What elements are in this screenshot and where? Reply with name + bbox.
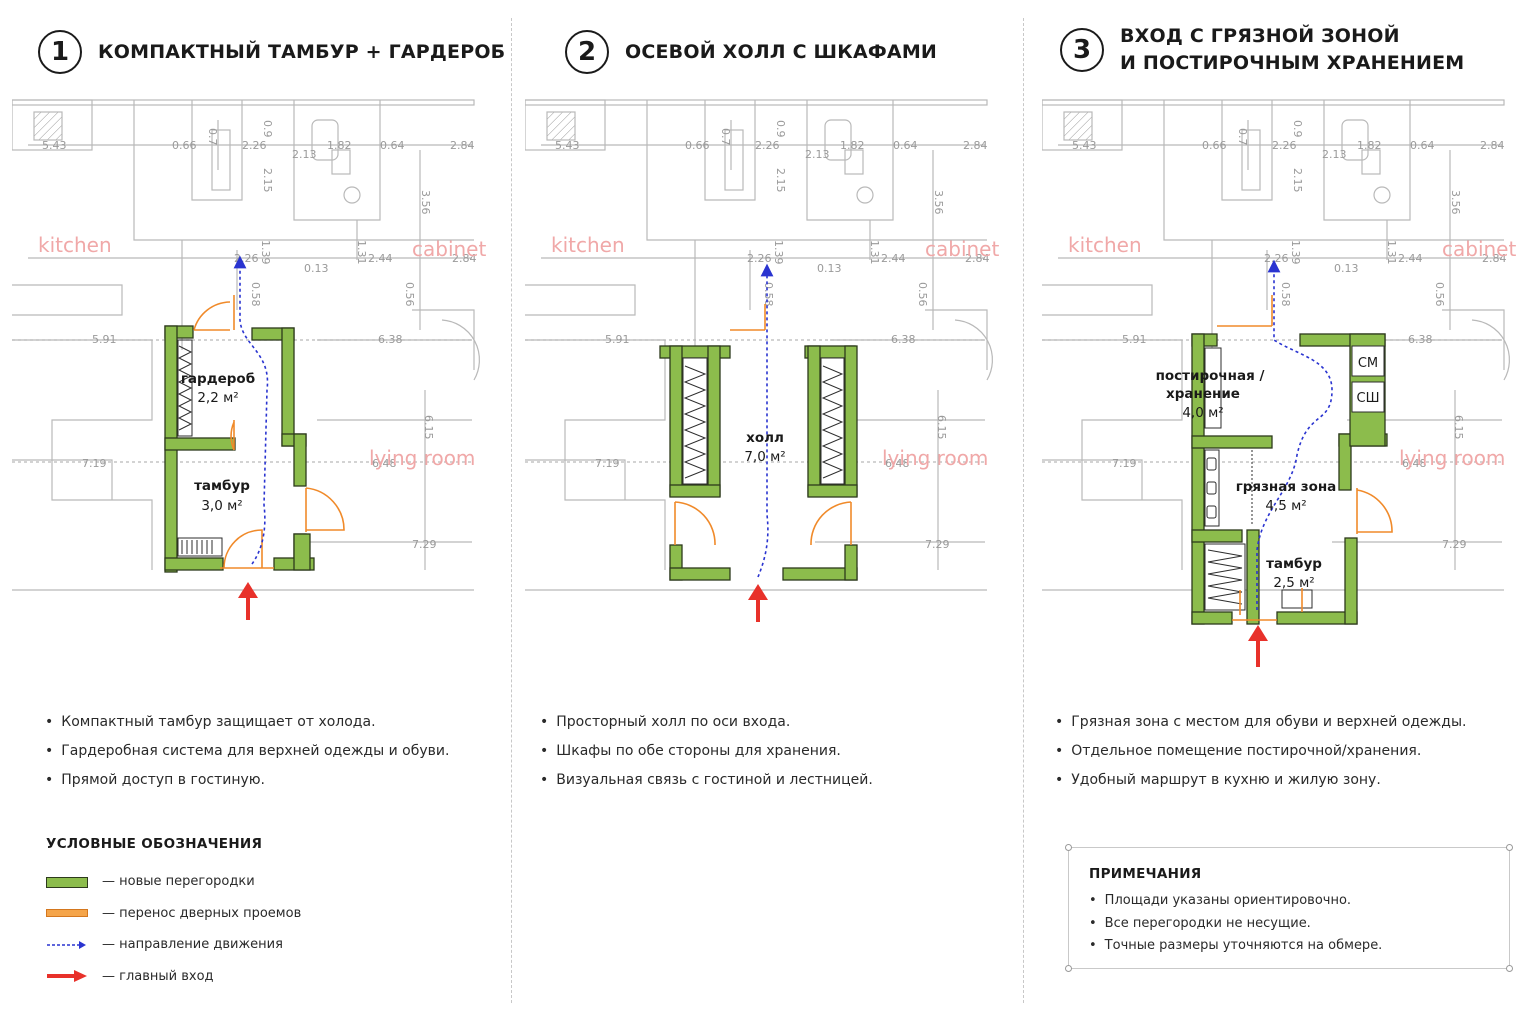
notes-title: ПРИМЕЧАНИЯ [1089,866,1202,882]
note-item: Все перегородки не несущие. [1089,913,1489,936]
legend-text: — направление движения [102,937,283,953]
notes-box: ПРИМЕЧАНИЯ Площади указаны ориентировочн… [1065,844,1513,972]
option-2-title: ОСЕВОЙ ХОЛЛ С ШКАФАМИ [625,40,938,63]
option-2-plan: kitchen cabinet lying room [525,99,999,622]
laundry-appliances: СМ СШ [1351,345,1385,413]
legend: УСЛОВНЫЕ ОБОЗНАЧЕНИЯ — новые перегородки… [46,836,301,992]
option-1-title: КОМПАКТНЫЙ ТАМБУР + ГАРДЕРОБ [98,40,506,63]
room-name-mudroom: грязная зона [1236,479,1337,495]
notes-corner-handle [1506,844,1513,851]
red-arrow-icon [46,970,88,983]
door-swings [674,304,852,546]
room-name-vestibule: тамбур [194,478,250,494]
green-wall-swatch-icon [46,876,88,888]
base-room-label-cabinet: cabinet [925,237,999,261]
room-name-vestibule: тамбур [1266,556,1322,572]
legend-title: УСЛОВНЫЕ ОБОЗНАЧЕНИЯ [46,836,263,852]
option-3-plan: kitchen cabinet lying room СМ СШ [1042,99,1516,667]
wardrobe-fixture [177,339,223,557]
base-room-label-kitchen: kitchen [551,233,625,257]
base-room-label-lying-room: lying room [882,446,988,470]
option-3-header: 3 ВХОД С ГРЯЗНОЙ ЗОНОЙ И ПОСТИРОЧНЫМ ХРА… [1060,23,1464,77]
blue-dotted-arrow-icon [46,939,88,951]
option-1-plan: kitchen cabinet lying room [12,99,486,620]
benefit-item: Шкафы по обе стороны для хранения. [540,737,873,766]
movement-path [1256,259,1333,610]
benefit-item: Грязная зона с местом для обуви и верхне… [1055,708,1466,737]
movement-path [757,263,774,578]
option-3-number-badge: 3 [1060,28,1104,72]
note-item: Точные размеры уточняются на обмере. [1089,935,1489,958]
benefit-item: Отдельное помещение постирочной/хранения… [1055,737,1466,766]
storage-fixtures [1204,347,1313,611]
wardrobe-fixtures [682,357,845,485]
option-1-header: 1 КОМПАКТНЫЙ ТАМБУР + ГАРДЕРОБ [38,30,505,74]
notes-corner-handle [1065,844,1072,851]
option-1-number-badge: 1 [38,30,82,74]
door-swings [1217,295,1393,621]
washing-machine-label: СМ [1358,356,1378,371]
dryer-label: СШ [1357,391,1380,406]
room-name-laundry-line-1: постирочная / [1156,368,1265,384]
orange-door-swatch-icon [46,907,88,919]
benefit-item: Визуальная связь с гостиной и лестницей. [540,766,873,795]
note-item: Площади указаны ориентировочно. [1089,890,1489,913]
legend-row-doors: — перенос дверных проемов [46,898,301,930]
main-entrance-arrow [1248,625,1268,667]
room-name-hall: холл [746,430,784,446]
benefit-item: Удобный маршрут в кухню и жилую зону. [1055,766,1466,795]
room-area-hall: 7,0 м² [744,449,785,465]
new-partition-walls [659,345,858,581]
notes-corner-handle [1065,965,1072,972]
room-area-wardrobe: 2,2 м² [197,390,238,406]
new-partition-walls [164,325,315,573]
main-entrance-arrow [748,584,768,622]
legend-text: — главный вход [102,968,214,984]
benefit-item: Просторный холл по оси входа. [540,708,873,737]
base-room-label-lying-room: lying room [369,446,475,470]
base-room-label-kitchen: kitchen [38,233,112,257]
notes-list: Площади указаны ориентировочно. Все пере… [1089,890,1489,958]
option-2-number-badge: 2 [565,30,609,74]
base-room-label-lying-room: lying room [1399,446,1505,470]
base-room-label-kitchen: kitchen [1068,233,1142,257]
column-separator [511,18,512,1003]
option-3-title-line-2: И ПОСТИРОЧНЫМ ХРАНЕНИЕМ [1120,52,1465,74]
room-name-laundry-line-2: хранение [1166,386,1240,402]
option-3-benefits-list: Грязная зона с местом для обуви и верхне… [1055,708,1466,795]
legend-row-new-walls: — новые перегородки [46,866,301,898]
option-3-title: ВХОД С ГРЯЗНОЙ ЗОНОЙ И ПОСТИРОЧНЫМ ХРАНЕ… [1120,23,1464,77]
legend-text: — новые перегородки [102,874,255,890]
room-area-vestibule: 2,5 м² [1273,575,1314,591]
legend-text: — перенос дверных проемов [102,905,302,921]
room-area-vestibule: 3,0 м² [201,498,242,514]
option-3-title-line-1: ВХОД С ГРЯЗНОЙ ЗОНОЙ [1120,25,1400,47]
door-swings [193,295,345,569]
room-area-laundry: 4,0 м² [1182,405,1223,421]
option-2-header: 2 ОСЕВОЙ ХОЛЛ С ШКАФАМИ [565,30,937,74]
room-name-wardrobe: гардероб [181,371,255,387]
option-2-benefits-list: Просторный холл по оси входа. Шкафы по о… [540,708,873,795]
benefit-item: Прямой доступ в гостиную. [45,766,449,795]
option-1-benefits-list: Компактный тамбур защищает от холода. Га… [45,708,449,795]
benefit-item: Гардеробная система для верхней одежды и… [45,737,449,766]
main-entrance-arrow [238,582,258,620]
legend-row-entrance: — главный вход [46,961,301,993]
notes-corner-handle [1506,965,1513,972]
room-area-mudroom: 4,5 м² [1265,498,1306,514]
movement-path [233,255,269,565]
base-room-label-cabinet: cabinet [1442,237,1516,261]
base-room-label-cabinet: cabinet [412,237,486,261]
legend-row-movement: — направление движения [46,929,301,961]
benefit-item: Компактный тамбур защищает от холода. [45,708,449,737]
column-separator [1023,18,1024,1003]
